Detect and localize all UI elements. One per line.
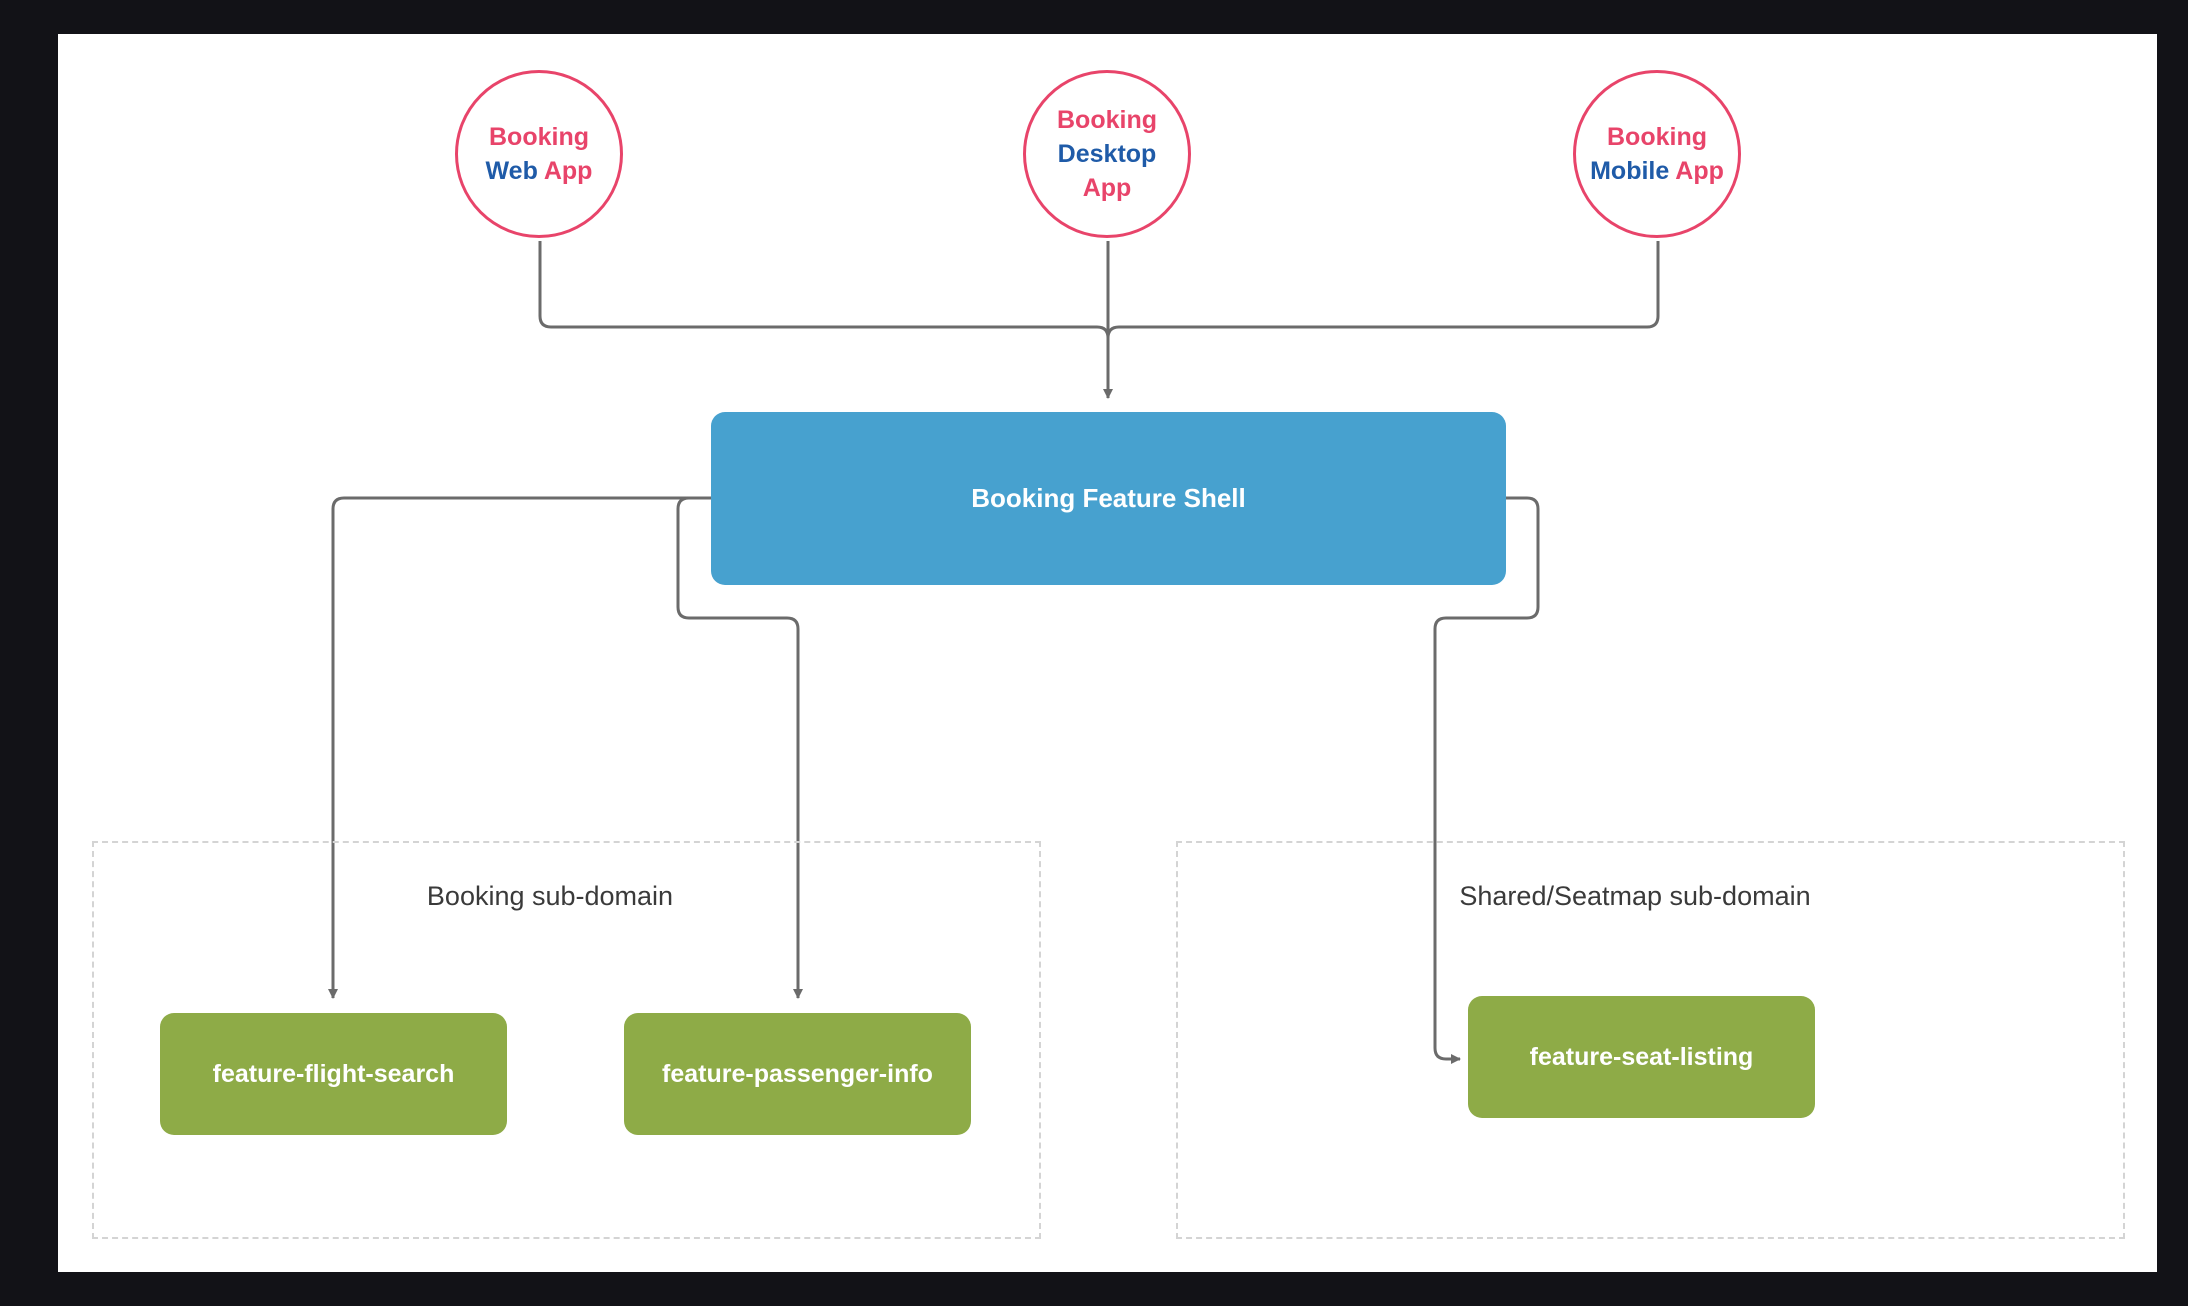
app-label-word: Desktop <box>1057 140 1157 168</box>
booking-web-app-node: Booking Web App <box>455 70 623 238</box>
app-label-line: Web App <box>486 154 593 188</box>
app-label-line: Booking <box>1607 120 1707 154</box>
feature-passenger-info-node: feature-passenger-info <box>624 1013 971 1135</box>
feature-seat-listing-node: feature-seat-listing <box>1468 996 1815 1118</box>
app-label-line: Booking <box>1057 103 1157 137</box>
app-label-line: App <box>1083 171 1132 205</box>
shared-seatmap-sub-domain-title: Shared/Seatmap sub-domain <box>1459 881 1811 911</box>
booking-feature-shell-node: Booking Feature Shell <box>711 412 1506 585</box>
app-label-line: Booking <box>489 120 589 154</box>
feature-flight-search-node: feature-flight-search <box>160 1013 507 1135</box>
feature-label: feature-flight-search <box>212 1059 455 1088</box>
feature-label: feature-passenger-info <box>662 1059 933 1088</box>
app-label-line: Mobile App <box>1590 154 1724 188</box>
shared-seatmap-sub-domain-box <box>1176 841 2125 1239</box>
booking-sub-domain-box <box>92 841 1041 1239</box>
app-label-word: Booking <box>1057 106 1157 134</box>
shell-label: Booking Feature Shell <box>971 483 1246 513</box>
booking-mobile-app-node: Booking Mobile App <box>1573 70 1741 238</box>
app-label-word: App <box>1669 157 1724 185</box>
app-label-word: Web <box>485 157 538 185</box>
booking-desktop-app-node: Booking Desktop App <box>1023 70 1191 238</box>
app-label-word: Booking <box>489 123 589 151</box>
app-label-word: App <box>537 157 593 185</box>
feature-label: feature-seat-listing <box>1529 1042 1754 1071</box>
booking-sub-domain-title: Booking sub-domain <box>426 881 674 911</box>
app-label-word: Mobile <box>1590 157 1670 185</box>
app-label-line: Desktop <box>1058 137 1157 171</box>
app-label-word: App <box>1082 174 1132 202</box>
app-label-word: Booking <box>1607 123 1707 151</box>
